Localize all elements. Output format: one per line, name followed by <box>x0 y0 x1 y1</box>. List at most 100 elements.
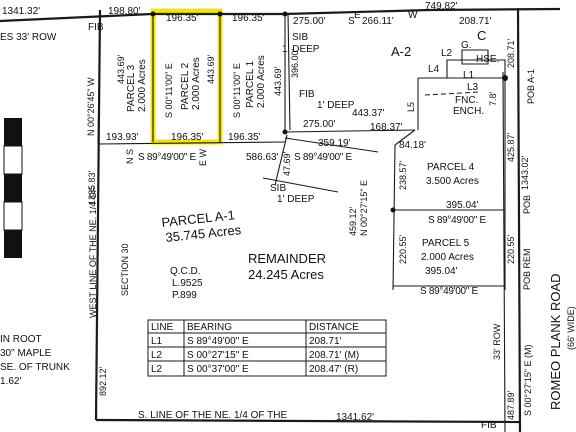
dim-label: 1335.83' <box>87 170 97 205</box>
parcel-4-name: PARCEL 4 <box>427 162 475 173</box>
bearing-label: S 89°49'00" E <box>428 215 486 226</box>
bearing-label: S 00°11'00" E <box>164 63 174 118</box>
parcel-c-label: C <box>477 28 486 43</box>
table-cell: 208.71' <box>309 336 342 347</box>
dim-label: 395.04' <box>446 200 479 211</box>
bearing-label: S 00°27'15" E (M) <box>523 344 533 416</box>
dim-label: 238.57' <box>398 160 408 190</box>
section-label: SECTION 30 <box>120 243 130 296</box>
bearing-label: N 00°27'15" E <box>359 180 369 236</box>
dim-label: 425.87' <box>506 132 516 162</box>
fib-label: FIB <box>481 420 497 431</box>
line-tag: L5 <box>406 102 416 112</box>
root-note: 1.62' <box>0 376 21 387</box>
line-tag: L4 <box>428 64 440 75</box>
dim-label: 443.69' <box>116 54 126 84</box>
dim-label: 443.69' <box>206 54 216 84</box>
dim-label: 193.93' <box>106 132 139 143</box>
dim-label: 443.69' <box>273 66 283 96</box>
deed-label: L.9525 <box>172 278 203 289</box>
dim-label: 168.37' <box>370 122 403 133</box>
bearing-label: S 89°49'00" E <box>138 152 196 163</box>
row-label: 33' ROW <box>492 323 502 360</box>
fence-label: FNC. <box>455 95 478 106</box>
dim-label: 196.35' <box>166 13 199 24</box>
remainder-area: 24.245 Acres <box>248 267 324 282</box>
root-note: 30" MAPLE <box>0 348 52 359</box>
dim-label: 275.00' <box>303 119 336 130</box>
dim-label: 196.35' <box>232 13 265 24</box>
center-line <box>262 177 339 193</box>
table-cell: S 00°37'00" E <box>187 364 249 375</box>
dim-label: 275.00' <box>293 16 326 27</box>
remainder-name: REMAINDER <box>248 251 326 266</box>
table-cell: S 89°49'00" E <box>187 336 249 347</box>
dim-label: 84.18' <box>399 140 426 151</box>
bearing-label: N 00°26'45" W <box>86 77 96 136</box>
deep-label: 1' DEEP <box>282 44 320 55</box>
scale-bar <box>3 118 23 258</box>
table-header: DISTANCE <box>309 322 359 333</box>
bearing-mark: E W <box>198 148 208 166</box>
east-row-line <box>502 71 506 432</box>
dim-label: 892.12' <box>98 366 108 396</box>
table-cell: L2 <box>151 350 163 361</box>
garage-label: G. <box>461 40 472 51</box>
dim-label: 459.12' <box>348 206 358 236</box>
parcel-5-area: 2.000 Acres <box>421 252 474 263</box>
parcel-3-area: 2.000 Acres <box>137 59 148 112</box>
dim-label: 395.04' <box>425 266 458 277</box>
pin-marker <box>217 11 223 17</box>
sib-leader <box>274 134 288 186</box>
dim-label: 1341.32' <box>2 6 40 17</box>
deep-label: 1' DEEP <box>277 194 315 205</box>
table-header: BEARING <box>187 322 232 333</box>
line-tag: L3 <box>467 82 479 93</box>
parcel-3-name: PARCEL 3 <box>126 64 137 112</box>
line-tag: L1 <box>463 70 475 81</box>
bearing-mark: N S <box>125 149 135 164</box>
parcel-4-west-lower <box>392 144 396 291</box>
table-cell: L2 <box>151 364 163 375</box>
line-table <box>147 319 387 377</box>
sib-label: SIB <box>292 32 308 43</box>
west-line-label: WEST LINE OF THE NE. 1/4 OF <box>88 186 98 318</box>
deed-label: Q.C.D. <box>170 266 201 277</box>
table-cell: L1 <box>151 336 163 347</box>
dim-label: 7.8' <box>488 91 498 106</box>
pin-marker <box>150 11 156 17</box>
bearing-label: S 89°49'00" E <box>294 152 352 163</box>
row-label: ES 33' ROW <box>0 32 57 43</box>
pob-label: POB <box>522 195 532 214</box>
deep-label: 1' DEEP <box>317 100 355 111</box>
parcel-3-west <box>97 13 101 145</box>
dim-label: 266.11' <box>362 16 394 27</box>
table-cell: 208.71' (M) <box>309 350 359 361</box>
parcels-south-line <box>97 141 286 145</box>
bearing-label: S 89°49'00" E <box>420 286 478 297</box>
parcel-4-area: 3.500 Acres <box>426 176 479 187</box>
dim-label: 208.71' <box>506 38 516 68</box>
dim-label: 749.82' <box>425 1 458 12</box>
bearing-mark: S <box>348 16 355 27</box>
parcel-4-split <box>394 129 416 146</box>
house-label: HSE. <box>476 54 499 65</box>
road-east-line <box>516 7 522 432</box>
dim-label: 443.37' <box>352 108 385 119</box>
fib-label: FIB <box>88 22 104 33</box>
parcel-2-area: 2.000 Acres <box>191 57 202 110</box>
parcel-1-name: PARCEL 1 <box>245 60 256 108</box>
fence-line <box>424 91 481 96</box>
dim-label: 198.80' <box>108 6 141 17</box>
root-note: IN ROOT <box>0 334 42 345</box>
line-tag: L2 <box>441 48 453 59</box>
dim-label: 220.55' <box>506 234 516 264</box>
dim-label: 359.19' <box>318 138 351 149</box>
bearing-mark: W <box>408 10 418 21</box>
dim-label: 196.35' <box>171 132 204 143</box>
parcel-2-name: PARCEL 2 <box>180 62 191 110</box>
south-section-line <box>95 418 521 424</box>
encroach-label: ENCH. <box>453 106 484 117</box>
sib-label: SIB <box>270 183 286 194</box>
